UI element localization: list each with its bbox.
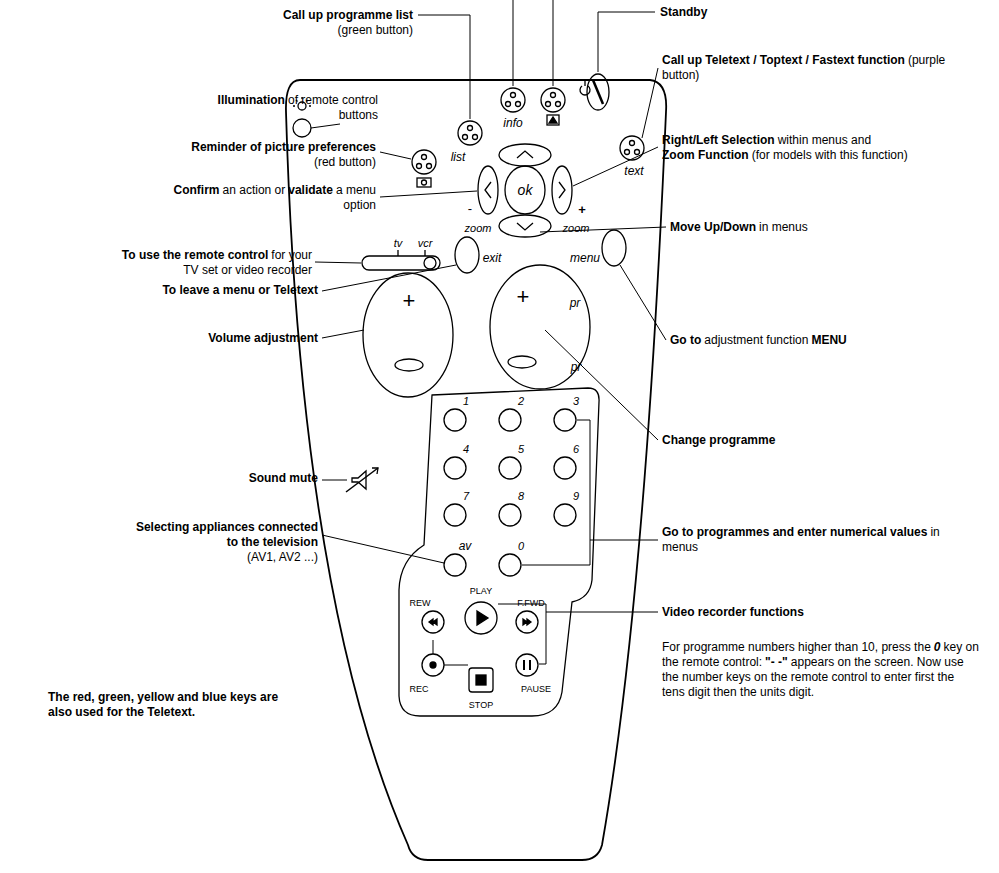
callout: Volume adjustment (58, 331, 318, 346)
callout-text: The red, green, yellow and blue keys are… (48, 690, 278, 719)
callout: Go to programmes and enter numerical val… (662, 525, 942, 555)
button-label: zoom (465, 223, 492, 234)
callout-text: (red button) (314, 155, 376, 169)
callout: Selecting appliances connected to the te… (128, 520, 318, 565)
button-label: + (578, 203, 586, 216)
button-label: pr (571, 361, 582, 373)
callout: Go toadjustment functionMENU (670, 333, 980, 348)
button-label: menu (570, 252, 600, 264)
callout-text: Sound mute (249, 471, 318, 485)
button-label: tv (394, 238, 403, 249)
button-label: + (517, 286, 530, 308)
callout-text: Move Up/Down (670, 220, 756, 234)
callout-text: within menus and (778, 133, 871, 147)
callout: Reminder of picture preferences(red butt… (116, 140, 376, 170)
callout: Video recorder functions (662, 605, 962, 620)
callout: To leave a menu or Teletext (58, 283, 318, 298)
button-label: STOP (469, 701, 493, 710)
button-label: + (403, 290, 416, 312)
callout-text: a menu option (336, 183, 376, 212)
callout-text: Video recorder functions (662, 605, 804, 619)
button-label: 9 (573, 491, 579, 502)
callout-text: validate (288, 183, 333, 197)
button-label: list (451, 151, 466, 163)
callout-text: (for models with this function) (752, 148, 908, 162)
callout-text: Call up programme list (283, 8, 413, 22)
button-label: exit (483, 252, 502, 264)
callout-text: Change programme (662, 433, 775, 447)
button-label: PAUSE (521, 685, 551, 694)
button-label: av (459, 540, 472, 552)
callout-text: Volume adjustment (208, 331, 318, 345)
callout-text: (green button) (338, 23, 413, 37)
callout-text: Go to (670, 333, 701, 347)
button-label: 6 (573, 444, 579, 455)
button-label: F.FWD (517, 599, 545, 608)
callout-text: Selecting appliances connected to the te… (136, 520, 318, 549)
callout-text: Reminder of picture preferences (191, 140, 376, 154)
button-label: 3 (573, 396, 579, 407)
button-label: 4 (463, 444, 469, 455)
callout: To use the remote controlfor your TV set… (112, 248, 312, 278)
button-label: PLAY (470, 587, 492, 596)
callout: Right/Left Selectionwithin menus andZoom… (662, 133, 982, 163)
callout-text: Confirm (174, 183, 220, 197)
callout-text: Zoom Function (662, 148, 749, 162)
button-label: 2 (518, 396, 524, 407)
button-label: 0 (518, 541, 524, 552)
callout: Call up Teletext / Toptext / Fastext fun… (662, 53, 952, 83)
callout: Call up programme list(green button) (153, 8, 413, 38)
button-label: ok (518, 183, 533, 197)
button-label: 8 (518, 491, 524, 502)
button-label: 7 (463, 491, 469, 502)
button-label: info (503, 117, 522, 129)
button-label: zoom (563, 223, 590, 234)
callout-text: in menus (759, 220, 808, 234)
callout-text: For programme numbers higher than 10, pr… (662, 640, 931, 654)
callout-text: Call up Teletext / Toptext / Fastext fun… (662, 53, 905, 67)
callout: Sound mute (58, 471, 318, 486)
callout: For programme numbers higher than 10, pr… (662, 640, 980, 700)
callout-text: Right/Left Selection (662, 133, 775, 147)
callout: The red, green, yellow and blue keys are… (48, 690, 283, 720)
callout: Confirman action orvalidatea menu option (161, 183, 376, 213)
callout-text: Go to programmes and enter numerical val… (662, 525, 927, 539)
button-label: - (468, 202, 472, 215)
button-label: text (624, 165, 643, 177)
button-label: REC (409, 685, 428, 694)
callout-text: Illumination (218, 93, 285, 107)
button-label: pr (570, 297, 581, 309)
callout: Illuminationof remote control buttons (178, 93, 378, 123)
callout-text: adjustment function (704, 333, 808, 347)
callout-text: 0 (934, 640, 941, 654)
callout: Standby (660, 5, 860, 20)
button-label: 5 (518, 444, 524, 455)
button-label: vcr (418, 238, 433, 249)
callout-text: (AV1, AV2 ...) (247, 550, 318, 564)
callout-text: To use the remote control (122, 248, 268, 262)
callout-text: of remote control buttons (288, 93, 378, 122)
callout-text: Standby (660, 5, 707, 19)
callout: Move Up/Downin menus (670, 220, 970, 235)
callout-text: "- -" (765, 655, 788, 669)
callout-text: To leave a menu or Teletext (162, 283, 318, 297)
button-label: REW (410, 599, 431, 608)
button-label: 1 (463, 396, 469, 407)
callout-text: MENU (811, 333, 846, 347)
callout: Change programme (662, 433, 962, 448)
callout-text: an action or (223, 183, 286, 197)
